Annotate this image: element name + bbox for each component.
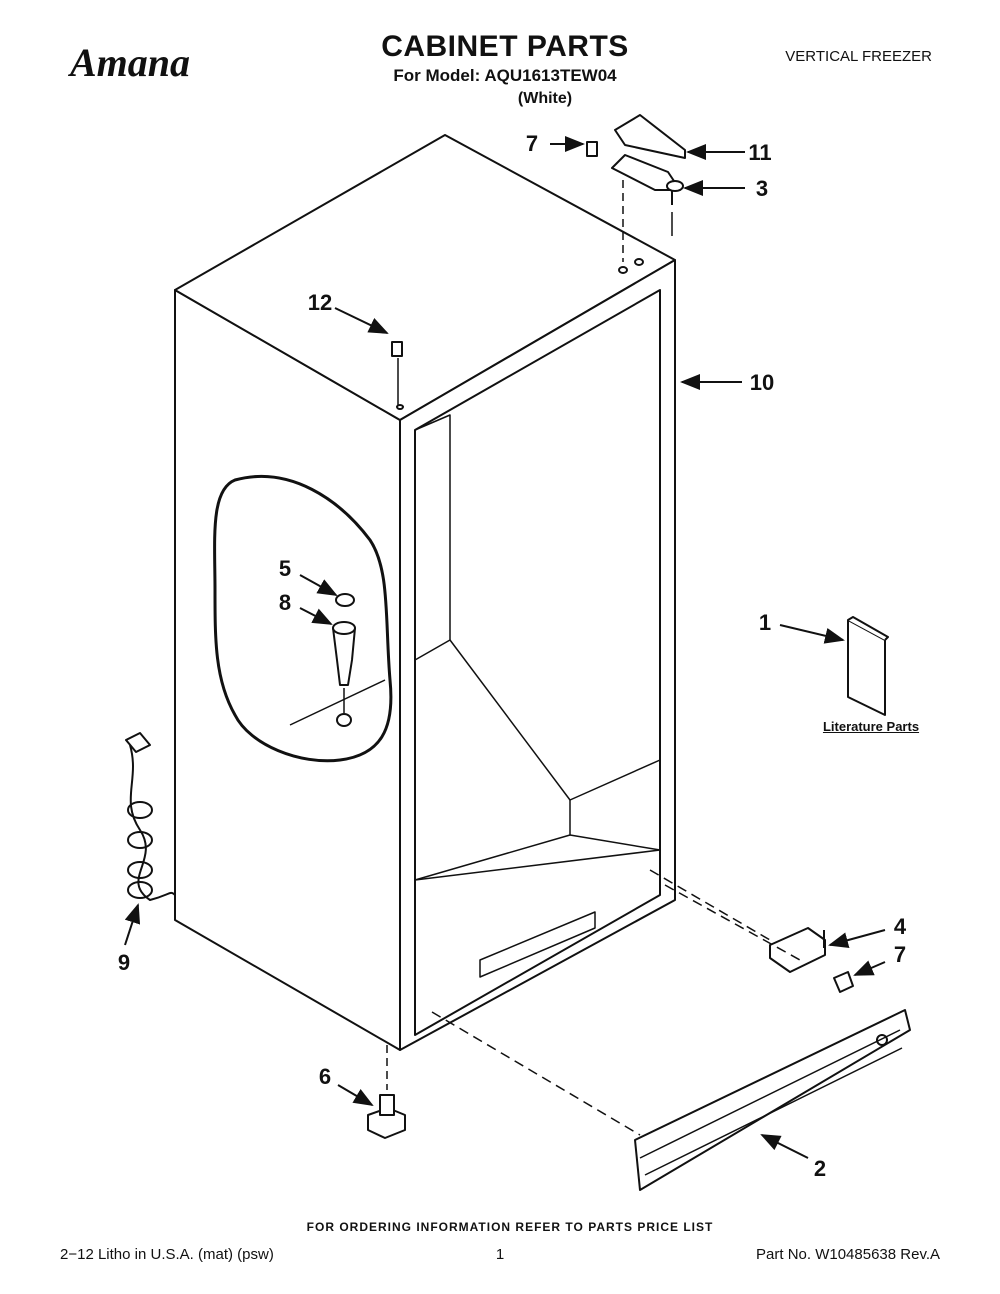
callout-7-bottom: 7 xyxy=(893,942,907,967)
cabinet-front-frame xyxy=(399,259,676,1051)
callout-3: 3 xyxy=(755,176,769,201)
ordering-note: FOR ORDERING INFORMATION REFER TO PARTS … xyxy=(306,1220,714,1234)
color-label: (White) xyxy=(517,90,573,107)
callout-6: 6 xyxy=(318,1064,332,1089)
page-title: CABINET PARTS xyxy=(381,30,629,63)
callout-7-top: 7 xyxy=(525,131,539,156)
callout-2: 2 xyxy=(813,1156,827,1181)
part-number: Part No. W10485638 Rev.A xyxy=(756,1246,940,1263)
callout-12: 12 xyxy=(307,290,333,315)
callout-8: 8 xyxy=(278,590,292,615)
callout-1: 1 xyxy=(758,610,772,635)
bottom-hinge xyxy=(769,927,826,973)
callout-4: 4 xyxy=(893,914,907,939)
svg-text:Amana: Amana xyxy=(68,40,190,85)
callout-10: 10 xyxy=(749,370,775,395)
page-number: 1 xyxy=(495,1246,505,1263)
product-type: VERTICAL FREEZER xyxy=(785,48,932,65)
literature-parts-label: Literature Parts xyxy=(822,719,920,734)
cabinet-opening xyxy=(414,289,661,1036)
screw-top xyxy=(586,141,598,157)
base-grille xyxy=(634,1009,911,1191)
hinge-cover xyxy=(614,114,686,159)
callout-11: 11 xyxy=(748,140,772,165)
callout-5: 5 xyxy=(278,556,292,581)
power-plug xyxy=(125,732,151,753)
brand-logo: Amana xyxy=(68,40,190,85)
cabinet-left-side xyxy=(174,289,401,1051)
litho-info: 2−12 Litho in U.S.A. (mat) (psw) xyxy=(60,1246,274,1263)
model-line: For Model: AQU1613TEW04 xyxy=(393,66,617,85)
screw-bottom xyxy=(833,971,854,993)
cutaway-outline xyxy=(213,474,393,763)
pin xyxy=(391,341,403,357)
callout-9: 9 xyxy=(117,950,131,975)
front-vent xyxy=(479,911,596,978)
power-cord xyxy=(129,744,176,901)
